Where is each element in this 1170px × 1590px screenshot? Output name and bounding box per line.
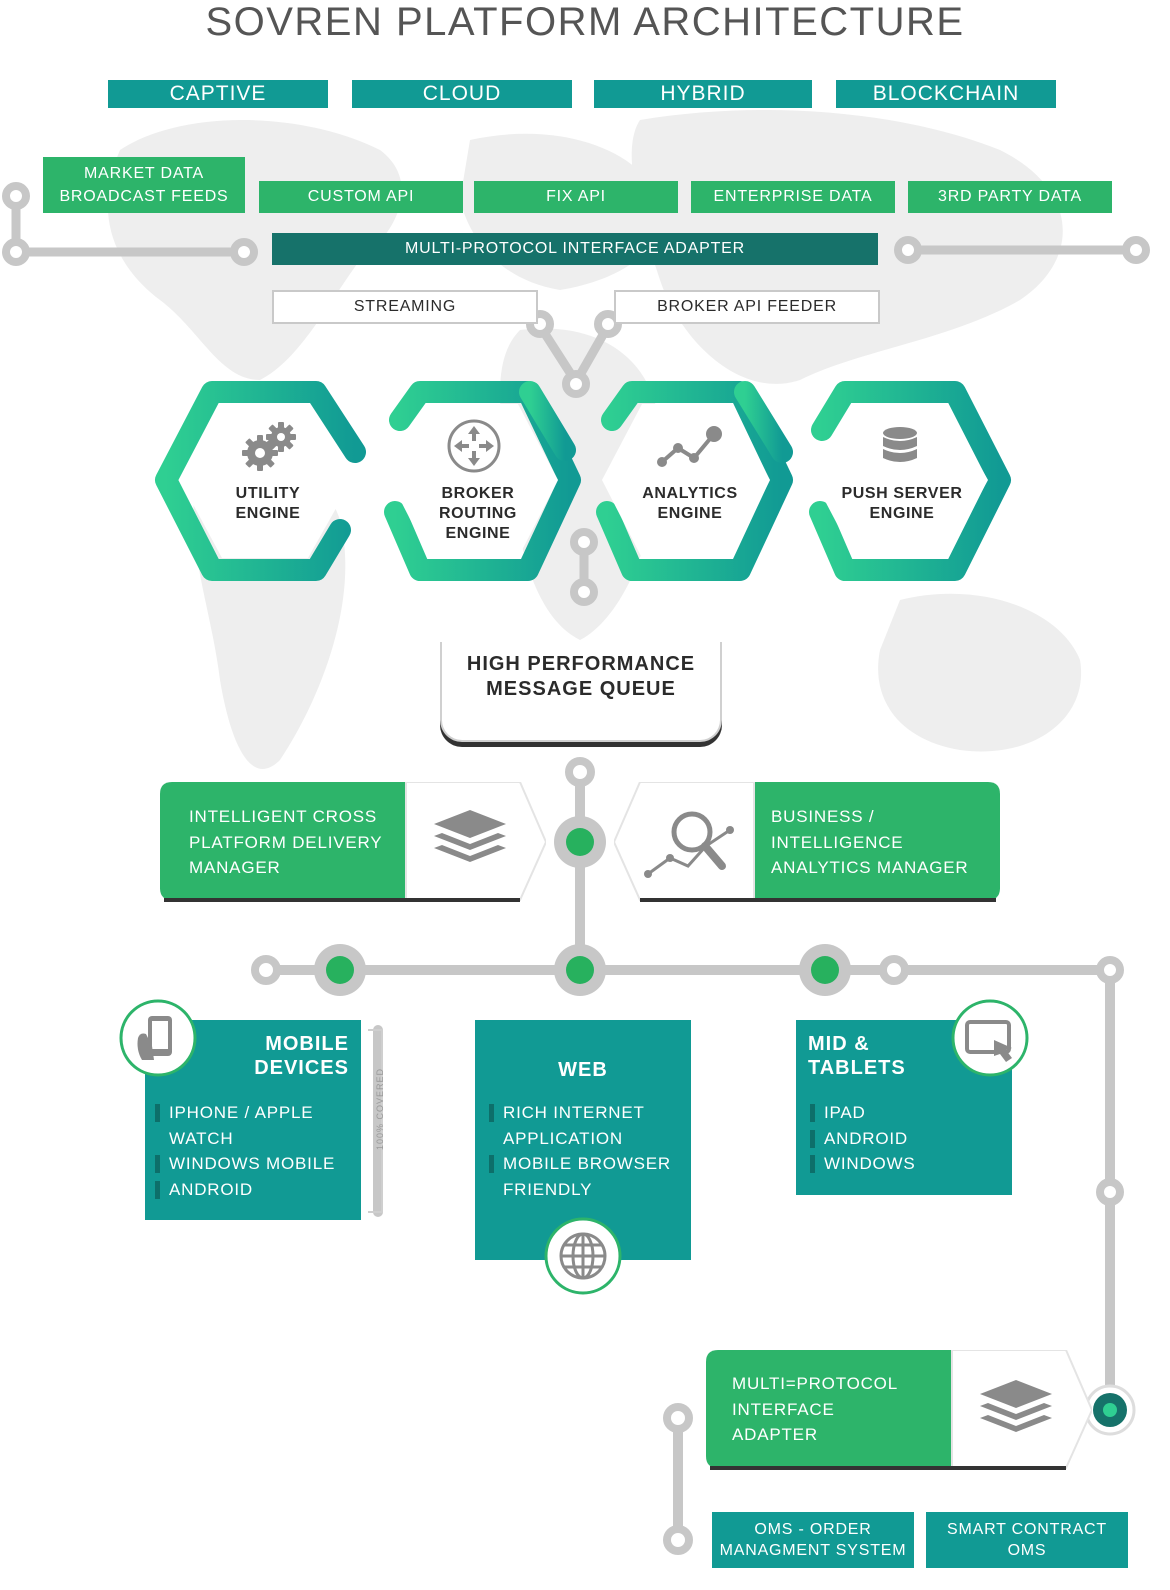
line-chart-icon	[657, 426, 722, 467]
tablets-item-android: ANDROID	[810, 1126, 916, 1152]
mobile-icon	[119, 999, 197, 1077]
web-item-friendly: FRIENDLY	[503, 1179, 593, 1199]
analytics-manager-line2: INTELLIGENCE	[771, 832, 904, 852]
delivery-manager-line2: PLATFORM DELIVERY	[189, 832, 383, 852]
interface-adapter-bar: MULTI-PROTOCOL INTERFACE ADAPTER	[272, 233, 878, 265]
bottom-layers-icon	[980, 1380, 1052, 1432]
oms-smart-line1: SMART CONTRACT	[947, 1521, 1107, 1538]
analytics-engine-label: ANALYTICS ENGINE	[620, 484, 760, 524]
broker-engine-line3: ENGINE	[445, 525, 511, 542]
oms-order-box: OMS - ORDER MANAGMENT SYSTEM	[712, 1512, 914, 1568]
web-item-mobile-browser: MOBILE BROWSER	[489, 1151, 671, 1177]
tablets-title-line2: TABLETS	[808, 1057, 906, 1079]
utility-engine-label: UTILITY ENGINE	[198, 484, 338, 524]
oms-order-line2: MANAGMENT SYSTEM	[719, 1542, 907, 1559]
mobile-item-watch: WATCH	[169, 1128, 234, 1148]
mobile-devices-list: IPHONE / APPLE WATCH WINDOWS MOBILE ANDR…	[155, 1100, 335, 1202]
analytics-manager-card: BUSINESS / INTELLIGENCE ANALYTICS MANAGE…	[614, 782, 1000, 902]
bottom-adapter-card: MULTI=PROTOCOL INTERFACE ADAPTER	[706, 1350, 1092, 1472]
oms-smart-contract-box: SMART CONTRACT OMS	[926, 1512, 1128, 1568]
streaming-box: STREAMING	[272, 290, 538, 324]
tablets-item-ipad: IPAD	[810, 1100, 916, 1126]
bottom-adapter-line2: INTERFACE	[732, 1399, 835, 1419]
page-title: SOVREN PLATFORM ARCHITECTURE	[205, 0, 965, 44]
broker-engine-line1: BROKER	[441, 485, 515, 502]
message-queue-box: HIGH PERFORMANCE MESSAGE QUEUE	[440, 642, 722, 742]
globe-icon	[544, 1217, 622, 1295]
broker-api-feeder-box: BROKER API FEEDER	[614, 290, 880, 324]
message-queue-line1: HIGH PERFORMANCE	[466, 653, 696, 675]
mobile-item-iphone: IPHONE / APPLE	[155, 1100, 335, 1126]
source-third-party-data: 3RD PARTY DATA	[908, 181, 1112, 213]
mobile-title-line1: MOBILE	[265, 1033, 349, 1055]
web-item-rich-internet: RICH INTERNET	[489, 1100, 671, 1126]
source-fix-api: FIX API	[474, 181, 678, 213]
mobile-devices-title: MOBILE DEVICES	[254, 1032, 349, 1080]
bottom-adapter-line1: MULTI=PROTOCOL	[732, 1374, 898, 1393]
broker-engine-label: BROKER ROUTING ENGINE	[408, 484, 548, 544]
bottom-adapter-line3: ADAPTER	[732, 1425, 818, 1444]
tab-captive[interactable]: CAPTIVE	[108, 80, 328, 108]
database-icon	[883, 427, 917, 462]
analytics-manager-line1: BUSINESS /	[771, 807, 875, 826]
tab-cloud[interactable]: CLOUD	[352, 80, 572, 108]
layers-icon	[434, 810, 506, 862]
tablet-icon	[951, 999, 1029, 1077]
oms-order-line1: OMS - ORDER	[754, 1521, 872, 1538]
delivery-manager-card: INTELLIGENT CROSS PLATFORM DELIVERY MANA…	[160, 782, 546, 902]
utility-engine-line2: ENGINE	[235, 505, 301, 522]
push-engine-line1: PUSH SERVER	[841, 485, 963, 502]
source-market-data: MARKET DATA BROADCAST FEEDS	[43, 157, 245, 213]
tab-blockchain[interactable]: BLOCKCHAIN	[836, 80, 1056, 108]
analytics-engine-line2: ENGINE	[657, 505, 723, 522]
tablets-item-windows: WINDOWS	[810, 1151, 916, 1177]
message-queue-line2: MESSAGE QUEUE	[486, 678, 676, 700]
push-engine-line2: ENGINE	[869, 505, 935, 522]
analytics-manager-line3: ANALYTICS MANAGER	[771, 858, 969, 877]
oms-smart-line2: OMS	[1007, 1542, 1047, 1559]
mobile-item-windows-mobile: WINDOWS MOBILE	[155, 1151, 335, 1177]
mobile-item-android: ANDROID	[155, 1177, 335, 1203]
analytics-manager-text: BUSINESS / INTELLIGENCE ANALYTICS MANAGE…	[771, 804, 969, 881]
web-item-application: APPLICATION	[503, 1128, 623, 1148]
broker-engine-line2: ROUTING	[439, 505, 517, 522]
bottom-adapter-text: MULTI=PROTOCOL INTERFACE ADAPTER	[732, 1371, 898, 1448]
gears-icon	[242, 422, 296, 471]
source-enterprise-data: ENTERPRISE DATA	[691, 181, 895, 213]
mobile-title-line2: DEVICES	[254, 1057, 349, 1079]
tablets-title-line1: MID &	[808, 1033, 870, 1055]
web-title: WEB	[558, 1059, 608, 1081]
coverage-label: 100% COVERED	[375, 1067, 385, 1151]
search-analytics-icon	[644, 811, 734, 878]
tablets-title: MID & TABLETS	[808, 1032, 906, 1080]
delivery-manager-line3: MANAGER	[189, 858, 281, 877]
delivery-manager-text: INTELLIGENT CROSS PLATFORM DELIVERY MANA…	[189, 804, 382, 881]
web-list: RICH INTERNET APPLICATION MOBILE BROWSER…	[489, 1100, 671, 1202]
delivery-manager-line1: INTELLIGENT CROSS	[189, 807, 378, 826]
tab-hybrid[interactable]: HYBRID	[594, 80, 812, 108]
tablets-list: IPAD ANDROID WINDOWS	[810, 1100, 916, 1177]
source-market-data-line1: MARKET DATA	[84, 165, 204, 182]
routing-icon	[447, 419, 501, 473]
push-engine-label: PUSH SERVER ENGINE	[822, 484, 982, 524]
source-custom-api: CUSTOM API	[259, 181, 463, 213]
utility-engine-line1: UTILITY	[235, 485, 301, 502]
source-market-data-line2: BROADCAST FEEDS	[59, 188, 229, 205]
analytics-engine-line1: ANALYTICS	[642, 485, 738, 502]
